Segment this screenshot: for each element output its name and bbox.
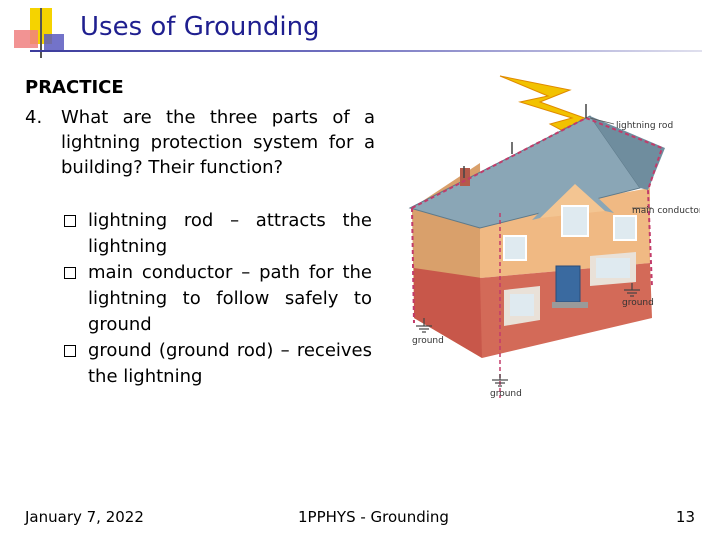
- answer-list: lightning rod – attracts the lightning m…: [62, 208, 372, 390]
- checkbox-bullet-icon: [64, 215, 76, 227]
- checkbox-bullet-icon: [64, 345, 76, 357]
- footer-title: 1PPHYS - Grounding: [298, 508, 449, 526]
- label-ground-right: ground: [622, 298, 654, 308]
- ground-symbol-icon: [492, 374, 508, 387]
- label-lightning-rod: lightning rod: [616, 121, 673, 131]
- corner-square-blue: [44, 34, 64, 52]
- corner-square-red: [14, 30, 38, 48]
- checkbox-bullet-icon: [64, 267, 76, 279]
- house-lightning-illustration: lightning rod main conductor ground grou…: [408, 75, 700, 399]
- answer-item: ground (ground rod) – receives the light…: [62, 338, 372, 390]
- ground-symbol-icon: [416, 318, 432, 333]
- question-text: What are the three parts of a lightning …: [61, 107, 375, 178]
- answer-item: main conductor – path for the lightning …: [62, 260, 372, 338]
- slide-title: Uses of Grounding: [80, 12, 320, 42]
- answer-item: lightning rod – attracts the lightning: [62, 208, 372, 260]
- label-ground-bottom: ground: [490, 389, 522, 399]
- question-block: 4. What are the three parts of a lightni…: [25, 105, 375, 180]
- ground-symbol-icon: [624, 283, 640, 297]
- question-number: 4.: [25, 107, 43, 128]
- answer-text: main conductor – path for the lightning …: [88, 262, 372, 335]
- footer-date: January 7, 2022: [25, 508, 144, 526]
- label-ground-left: ground: [412, 336, 444, 346]
- section-heading: PRACTICE: [25, 77, 124, 98]
- page-number: 13: [675, 508, 695, 526]
- corner-line-vertical: [40, 8, 42, 58]
- label-main-conductor: main conductor: [632, 206, 700, 216]
- answer-text: ground (ground rod) – receives the light…: [88, 340, 372, 387]
- title-underline: [30, 50, 702, 52]
- answer-text: lightning rod – attracts the lightning: [88, 210, 372, 257]
